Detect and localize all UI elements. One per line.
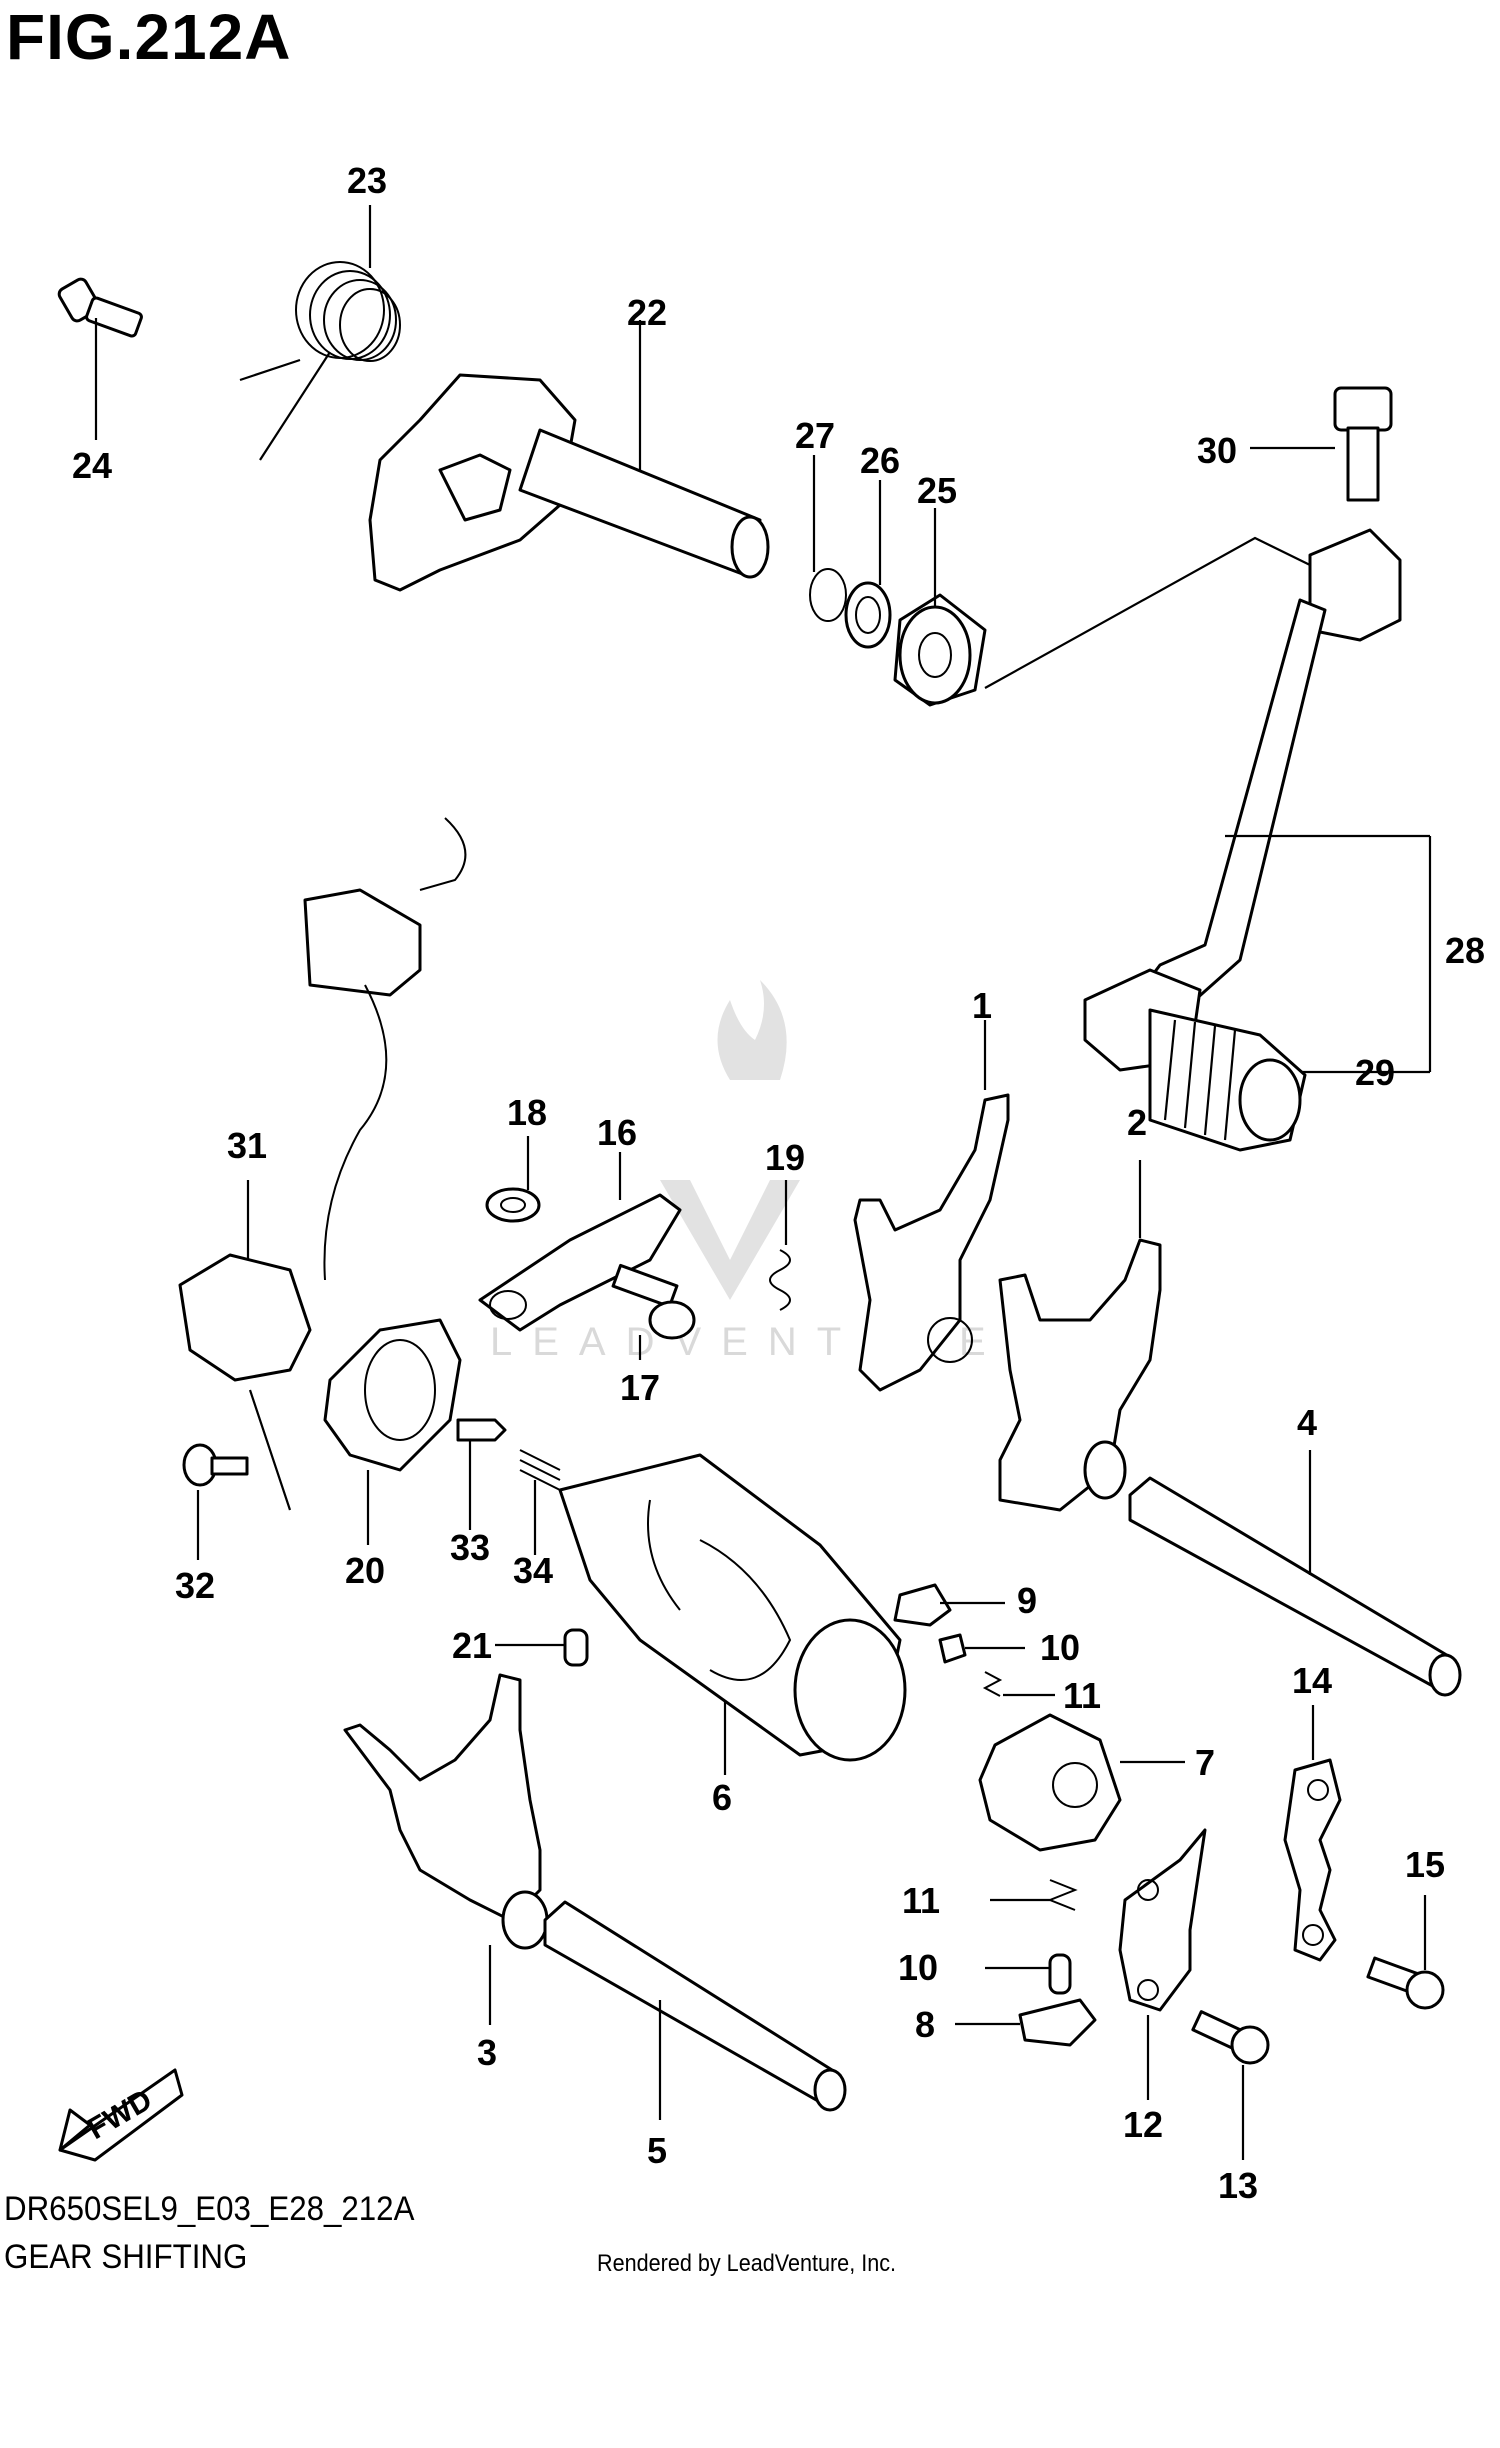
part-34-spring xyxy=(519,1449,561,1555)
callout-11: 11 xyxy=(1063,1675,1101,1716)
figure-name: GEAR SHIFTING xyxy=(4,2238,248,2276)
part-25-bearing xyxy=(893,508,987,707)
callout-14: 14 xyxy=(1292,1660,1332,1701)
part-23-spring xyxy=(239,205,401,461)
part-4-fork-shaft xyxy=(1128,1450,1462,1697)
callout-15: 15 xyxy=(1405,1844,1445,1885)
part-27-circlip xyxy=(809,455,847,622)
callout-18: 18 xyxy=(507,1092,547,1133)
callout-6: 6 xyxy=(712,1777,732,1818)
callout-4: 4 xyxy=(1297,1402,1317,1443)
callout-25: 25 xyxy=(917,470,957,511)
callout-32: 32 xyxy=(175,1565,215,1606)
callout-8: 8 xyxy=(915,2004,935,2045)
part-17-bolt xyxy=(611,1263,696,1360)
callout-21: 21 xyxy=(452,1625,492,1666)
part-1-shift-fork xyxy=(853,1020,1010,1392)
callout-30: 30 xyxy=(1197,430,1237,471)
part-21-pin xyxy=(495,1628,589,1667)
part-14-bracket xyxy=(1283,1705,1342,1962)
part-12-bracket xyxy=(1118,1828,1207,2100)
part-29-shift-rubber xyxy=(1148,1008,1307,1152)
callout-labels: 1 2 3 4 5 9 6 7 8 10 10 11 11 12 13 14 1… xyxy=(72,160,1485,2206)
callout-23: 23 xyxy=(347,160,387,201)
fwd-direction-badge: FWD xyxy=(58,2068,184,2162)
render-credit: Rendered by LeadVenture, Inc. xyxy=(597,2250,897,2277)
part-28-shift-lever xyxy=(1083,528,1432,1074)
part-2-shift-fork xyxy=(998,1160,1162,1512)
callout-5: 5 xyxy=(647,2130,667,2171)
part-11-spring xyxy=(982,1671,1055,1697)
callout-29: 29 xyxy=(1355,1052,1395,1093)
callout-1: 1 xyxy=(972,985,992,1026)
callout-3: 3 xyxy=(477,2032,497,2073)
part-13-screw xyxy=(1191,2010,1270,2160)
part-24-bolt xyxy=(57,277,143,440)
figure-code: DR650SEL9_E03_E28_212A xyxy=(4,2190,415,2228)
callout-7: 7 xyxy=(1195,1742,1215,1783)
part-22-shift-shaft xyxy=(368,320,770,592)
part-9-pawl xyxy=(893,1583,1005,1627)
part-19-spring xyxy=(769,1180,791,1311)
part-8-pawl xyxy=(955,1998,1097,2047)
part-11-spring-lower xyxy=(990,1879,1078,1911)
part-7-cam-gear xyxy=(978,1713,1185,1852)
callout-26: 26 xyxy=(860,440,900,481)
callout-22: 22 xyxy=(627,292,667,333)
figure-title: FIG.212A xyxy=(6,1,292,73)
part-18-washer xyxy=(485,1136,541,1223)
watermark: LEADVENTURE xyxy=(490,980,986,1364)
callout-12: 12 xyxy=(1123,2104,1163,2145)
part-32-screw xyxy=(182,1443,249,1560)
callout-17: 17 xyxy=(620,1367,660,1408)
callout-10: 10 xyxy=(1040,1627,1080,1668)
part-33-pin xyxy=(456,1418,507,1530)
part-10-pin-lower xyxy=(985,1953,1072,1995)
callout-24: 24 xyxy=(72,445,112,486)
part-20-stopper xyxy=(323,1318,462,1545)
callout-33: 33 xyxy=(450,1527,490,1568)
callout-10-lower: 10 xyxy=(898,1947,938,1988)
callout-2: 2 xyxy=(1127,1102,1147,1143)
callout-20: 20 xyxy=(345,1550,385,1591)
callout-13: 13 xyxy=(1218,2165,1258,2206)
callout-34: 34 xyxy=(513,1550,553,1591)
part-15-screw xyxy=(1366,1895,1445,2010)
part-16-cam-plate xyxy=(478,1152,682,1332)
callout-27: 27 xyxy=(795,415,835,456)
callout-31: 31 xyxy=(227,1125,267,1166)
part-6-shift-drum xyxy=(558,1453,907,1775)
callout-9: 9 xyxy=(1017,1580,1037,1621)
part-31-gear-position-switch xyxy=(178,817,467,1511)
part-10-pin xyxy=(938,1633,1025,1664)
part-30-bolt xyxy=(1250,386,1393,502)
part-5-fork-shaft xyxy=(543,1900,847,2120)
callout-28: 28 xyxy=(1445,930,1485,971)
callout-19: 19 xyxy=(765,1137,805,1178)
callout-16: 16 xyxy=(597,1112,637,1153)
callout-11-lower: 11 xyxy=(902,1880,940,1921)
part-3-shift-fork xyxy=(343,1673,549,2025)
part-26-washer xyxy=(844,480,892,649)
